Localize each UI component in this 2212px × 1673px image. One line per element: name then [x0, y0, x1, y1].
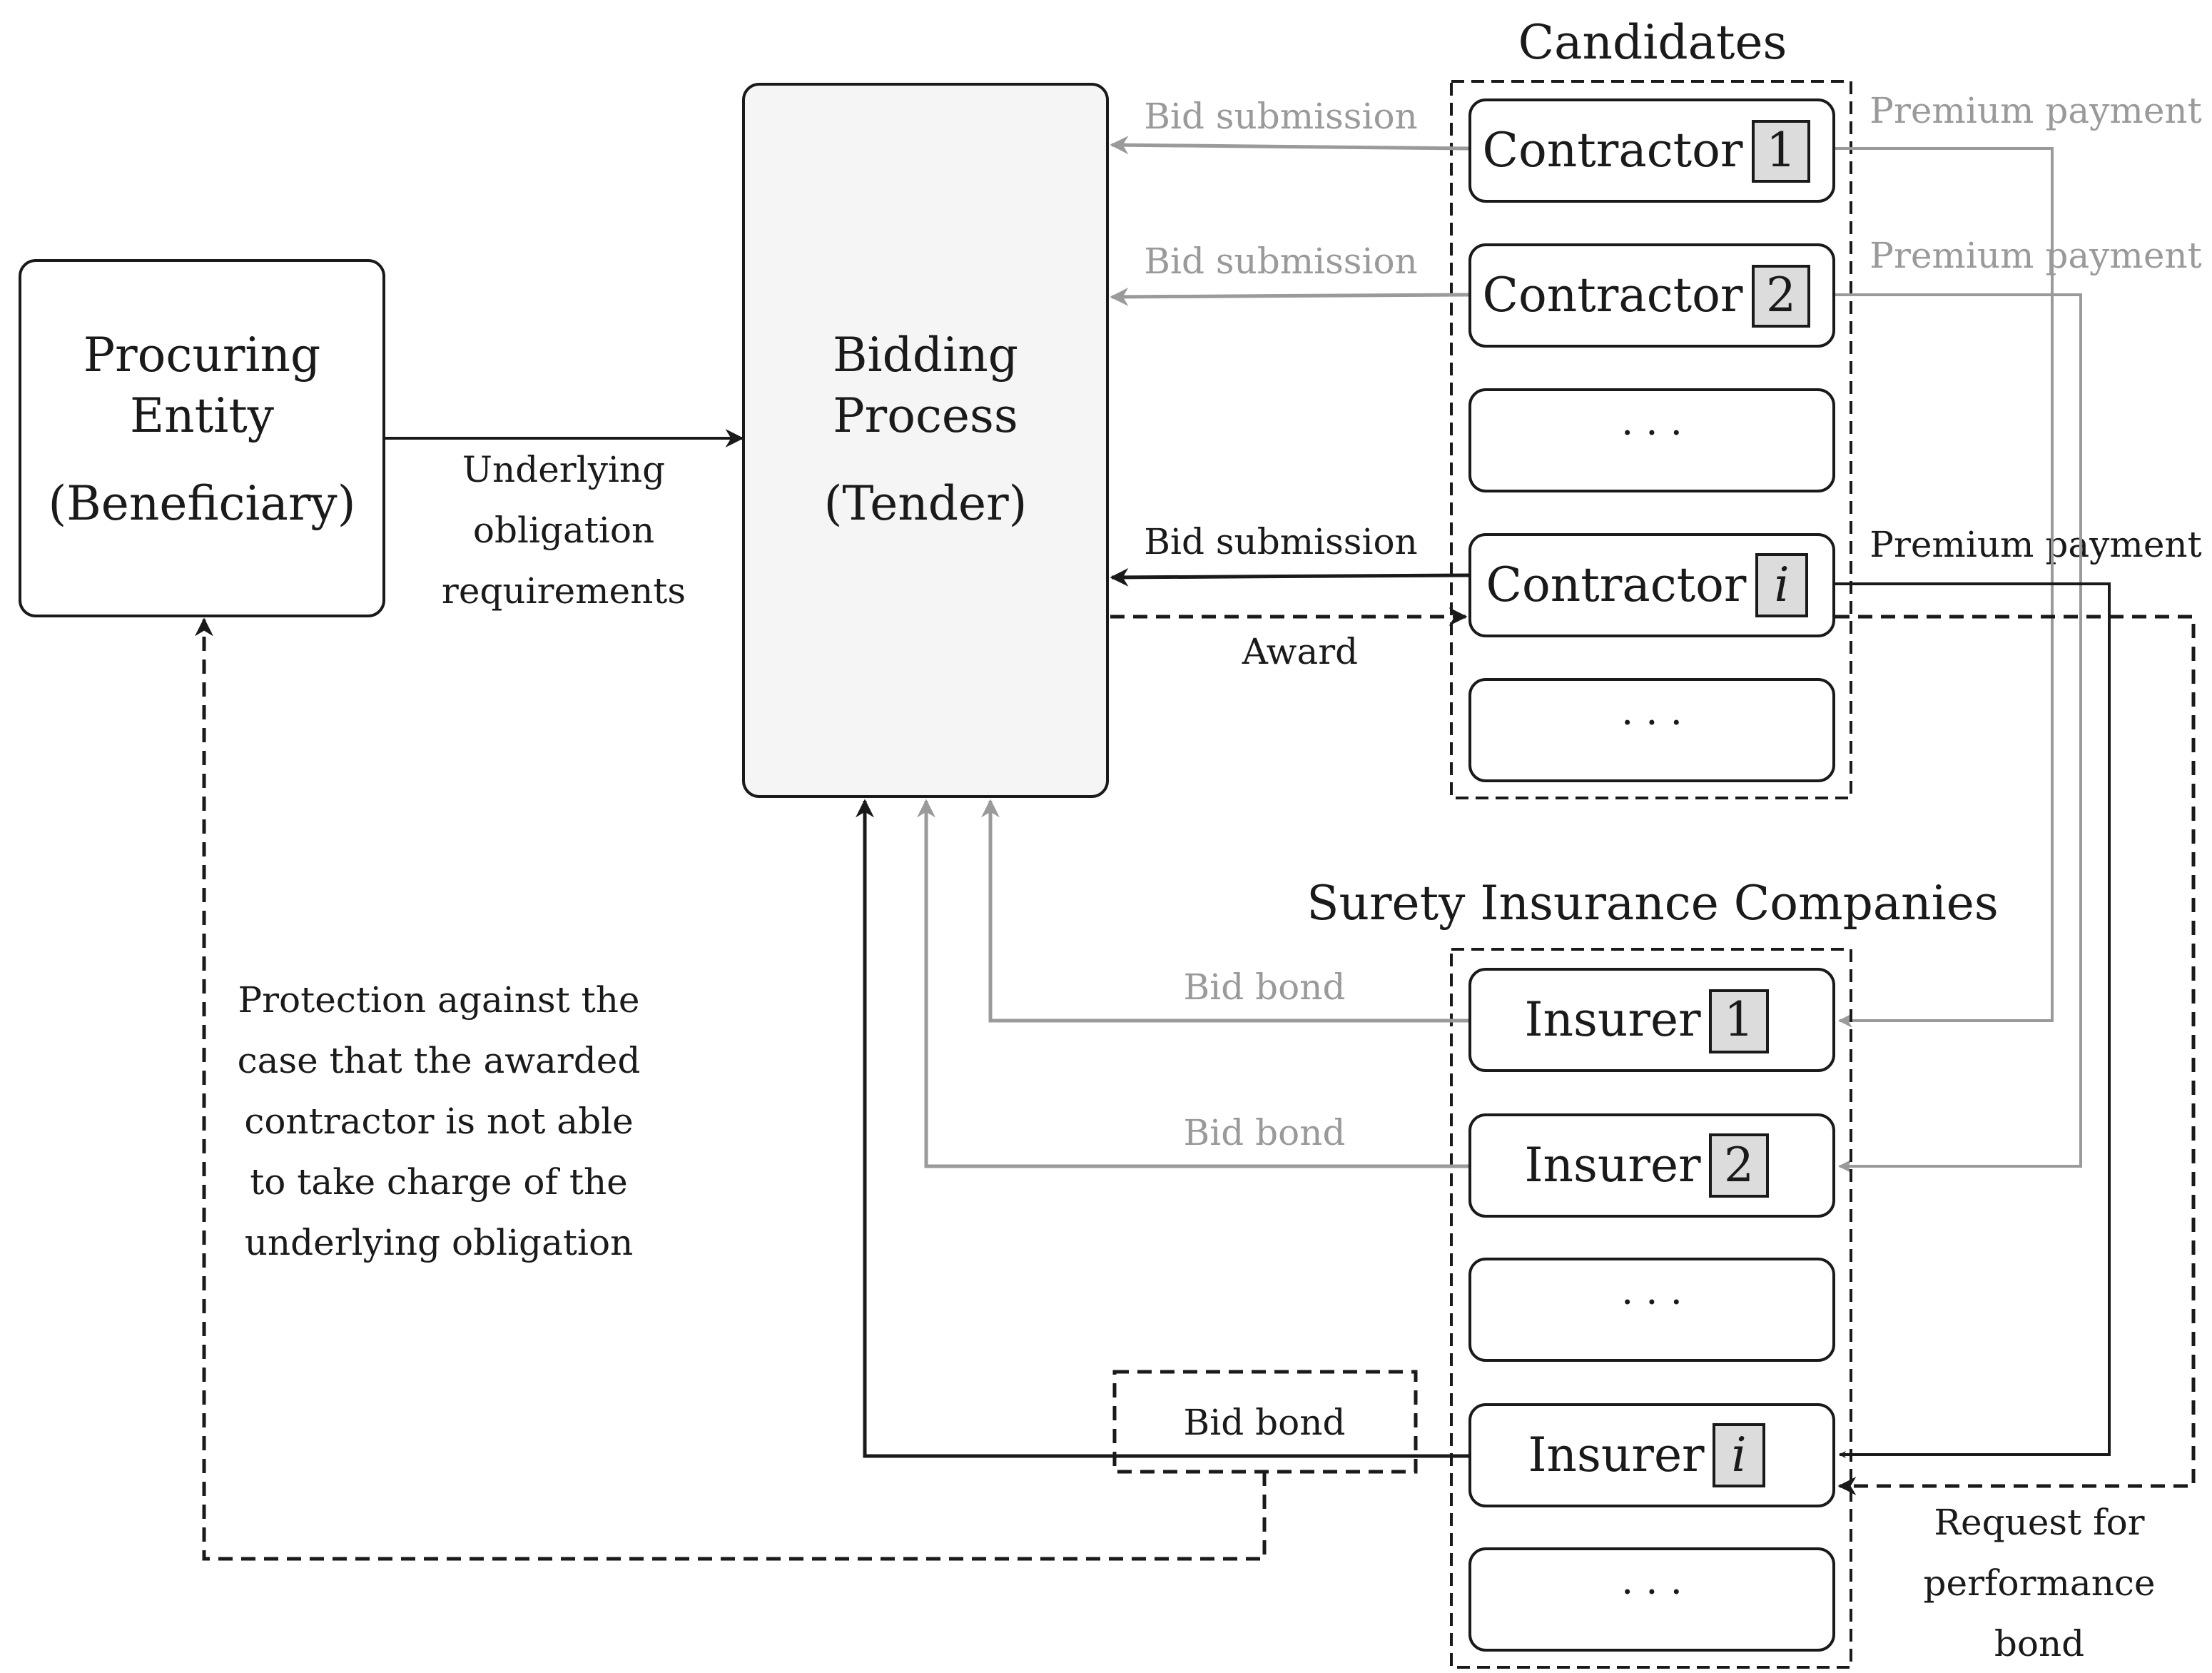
- contractor-i-index-box: [1755, 553, 1808, 617]
- premium-payment-route-i: [1835, 582, 2111, 1458]
- insurer-ellipsis-2: · · ·: [1468, 1547, 1835, 1652]
- bid-bond-label-1: Bid bond: [1184, 966, 1346, 1008]
- insurer-ellipsis-2-label: · · ·: [1621, 1570, 1683, 1614]
- protection-note-line3: contractor is not able: [244, 1101, 633, 1142]
- bid-bond-label-i: Bid bond: [1184, 1402, 1346, 1443]
- procuring-entity-line1: Procuring: [83, 328, 321, 383]
- insurer-ellipsis-1-label: · · ·: [1621, 1280, 1683, 1325]
- bid-submission-arrow-2: [1110, 287, 1469, 306]
- insurer-1-index: 1: [1724, 992, 1754, 1047]
- bid-bond-route-i: [856, 799, 1468, 1458]
- request-note-line3: bond: [1994, 1623, 2084, 1664]
- contractor-1-index: 1: [1766, 123, 1796, 178]
- insurer-2-index: 2: [1724, 1138, 1754, 1193]
- bid-bond-label-2: Bid bond: [1184, 1112, 1346, 1153]
- bidding-process-line2: Process: [833, 388, 1018, 443]
- award-label: Award: [1242, 631, 1358, 672]
- contractor-2-index: 2: [1766, 268, 1796, 323]
- bid-submission-label-2: Bid submission: [1144, 241, 1418, 282]
- protection-note-line4: to take charge of the: [250, 1161, 628, 1203]
- contractor-ellipsis-2: · · ·: [1468, 678, 1835, 782]
- insurer-1: Insurer 1: [1468, 968, 1835, 1072]
- obligation-label: Underlying obligation requirements: [442, 449, 686, 612]
- contractor-2: Contractor 2: [1468, 243, 1835, 348]
- premium-payment-label-2: Premium payment: [1869, 235, 2201, 276]
- insurer-i-index: i: [1731, 1427, 1746, 1482]
- insurer-2-index-box: [1709, 1133, 1769, 1198]
- candidates-group: [1450, 80, 1852, 799]
- bid-submission-arrow-i: [1110, 567, 1469, 587]
- protection-note-line2: case that the awarded: [238, 1040, 641, 1081]
- obligation-line1: Underlying: [462, 449, 665, 490]
- performance-bond-request-route: [1835, 615, 2196, 1495]
- insurers-title: Surety Insurance Companies: [1307, 876, 1998, 931]
- insurer-i-index-box: [1713, 1423, 1765, 1487]
- bidding-process-line1: Bidding: [833, 328, 1018, 383]
- protection-note-line5: underlying obligation: [245, 1222, 634, 1263]
- bid-bond-route-1: [981, 799, 1468, 1023]
- bid-submission-label-i: Bid submission: [1144, 521, 1418, 562]
- bid-submission-arrow-1: [1110, 136, 1469, 155]
- bidding-process-node: Bidding Process (Tender): [742, 83, 1109, 798]
- insurer-i: Insurer i: [1468, 1403, 1835, 1507]
- procuring-entity-node: Procuring Entity (Beneficiary): [19, 259, 385, 617]
- contractor-i-index: i: [1774, 557, 1789, 612]
- contractor-ellipsis-1-label: · · ·: [1621, 410, 1683, 455]
- request-note-line1: Request for: [1934, 1502, 2144, 1543]
- premium-payment-label-i: Premium payment: [1869, 524, 2201, 565]
- request-note-line2: performance: [1923, 1562, 2155, 1604]
- obligation-line3: requirements: [442, 570, 686, 612]
- contractor-2-index-box: [1752, 265, 1810, 328]
- insurer-ellipsis-1: · · ·: [1468, 1258, 1835, 1362]
- insurer-2-label: Insurer: [1524, 1138, 1701, 1193]
- bid-submission-label-1: Bid submission: [1144, 96, 1418, 137]
- contractor-1-label: Contractor: [1483, 123, 1743, 178]
- bidding-process-line3: (Tender): [824, 476, 1028, 531]
- obligation-line2: obligation: [473, 510, 654, 551]
- procuring-entity-line3: (Beneficiary): [49, 476, 356, 531]
- request-note: Request for performance bond: [1923, 1502, 2155, 1664]
- insurer-1-label: Insurer: [1524, 992, 1701, 1047]
- protection-note-line1: Protection against the: [238, 979, 640, 1021]
- contractor-2-label: Contractor: [1483, 268, 1743, 323]
- protection-route: [195, 617, 1267, 1561]
- insurer-i-label: Insurer: [1528, 1427, 1705, 1482]
- insurer-1-index-box: [1709, 989, 1769, 1053]
- premium-payment-label-1: Premium payment: [1869, 90, 2201, 131]
- protection-note: Protection against the case that the awa…: [238, 979, 641, 1263]
- contractor-i: Contractor i: [1468, 533, 1835, 637]
- candidates-title: Candidates: [1518, 15, 1787, 70]
- contractor-i-label: Contractor: [1486, 557, 1747, 612]
- bid-bond-route-2: [917, 799, 1468, 1168]
- insurers-group: [1450, 948, 1852, 1669]
- premium-payment-route-2: [1835, 293, 2082, 1173]
- contractor-1: Contractor 1: [1468, 98, 1835, 203]
- contractor-1-index-box: [1752, 120, 1810, 183]
- contractor-ellipsis-2-label: · · ·: [1621, 700, 1683, 745]
- contractor-ellipsis-1: · · ·: [1468, 388, 1835, 492]
- insurer-2: Insurer 2: [1468, 1113, 1835, 1218]
- procuring-entity-line2: Entity: [130, 388, 275, 443]
